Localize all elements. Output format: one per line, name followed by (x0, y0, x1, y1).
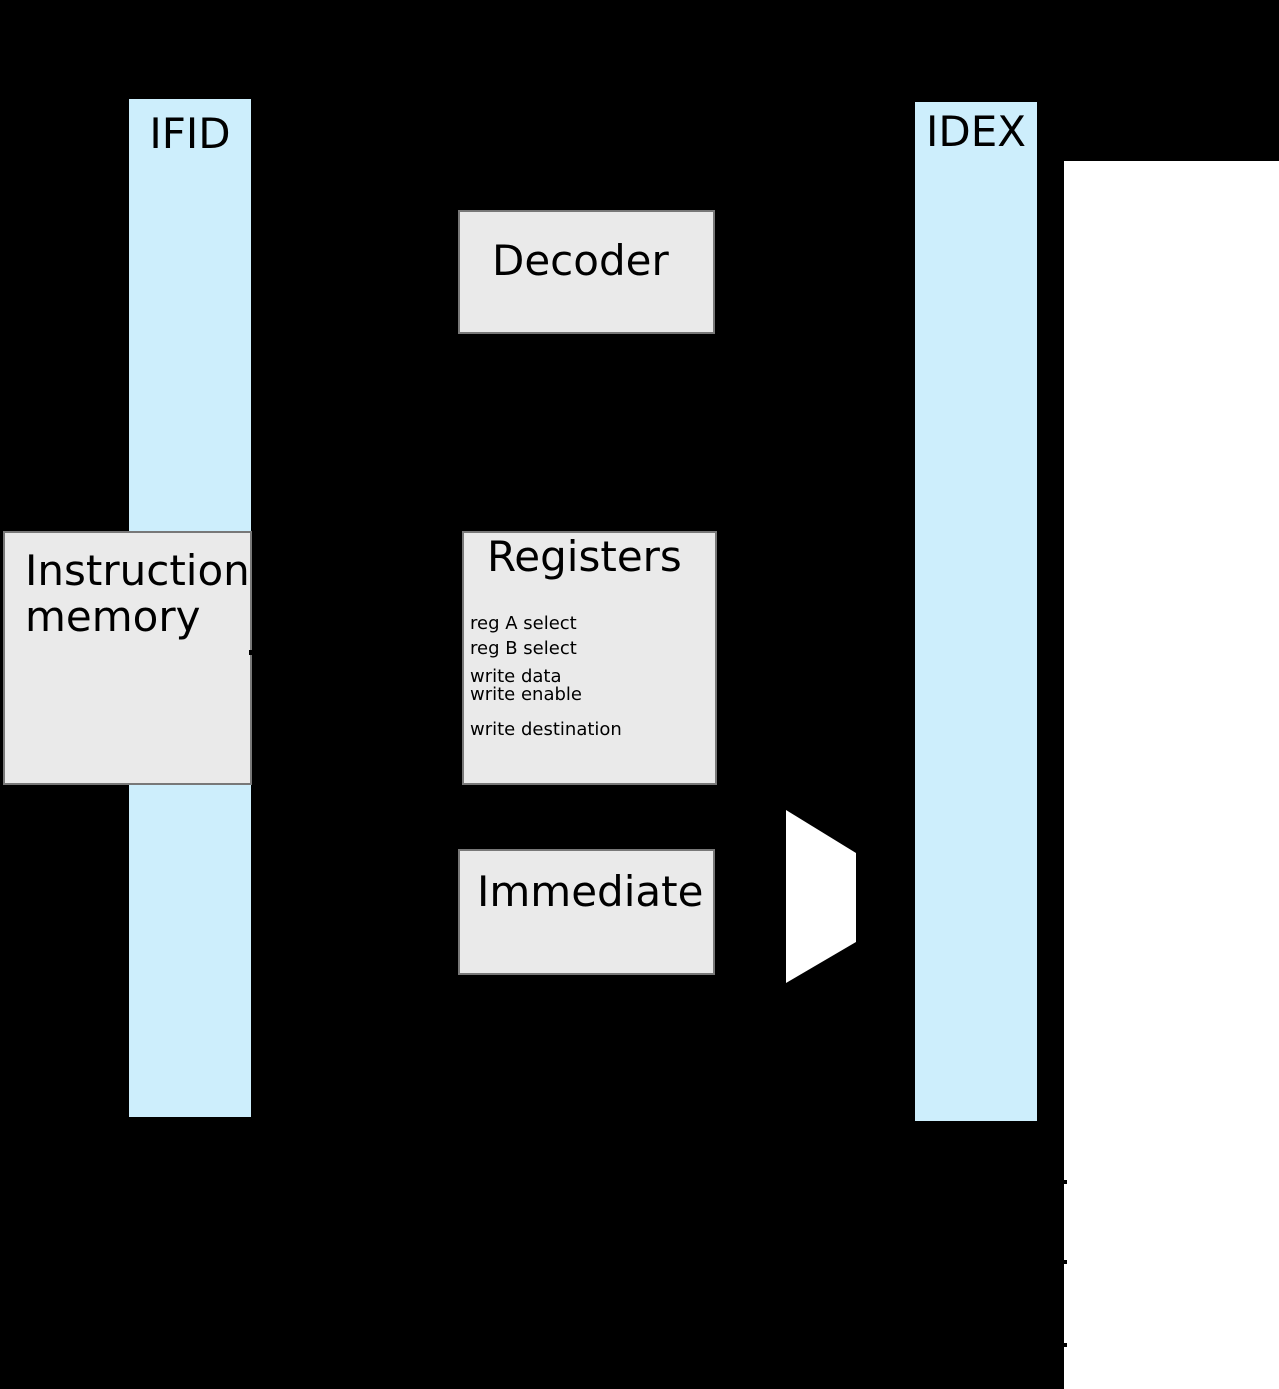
registers-port-reg-b-select: reg B select (470, 638, 577, 659)
wire-stub (1060, 1260, 1067, 1264)
mux-shape (786, 810, 856, 983)
stage-background (1064, 161, 1279, 1389)
registers-block: Registers reg A select reg B select writ… (462, 531, 717, 785)
instruction-memory-block: Instruction memory (3, 531, 252, 785)
registers-port-reg-a-select: reg A select (470, 613, 577, 634)
registers-port-write-data: write data (470, 666, 562, 687)
immediate-block: Immediate (458, 849, 715, 975)
idex-label: IDEX (925, 107, 1027, 156)
idex-register-bar: IDEX (913, 100, 1039, 1123)
mux-trapezoid-icon (786, 810, 856, 983)
instruction-memory-label: Instruction memory (25, 546, 250, 641)
registers-label: Registers (487, 532, 682, 581)
decoder-block: Decoder (458, 210, 715, 334)
wire-stub (249, 650, 254, 655)
immediate-label: Immediate (477, 867, 704, 916)
ifid-label: IFID (149, 109, 231, 158)
registers-port-write-enable: write enable (470, 684, 582, 705)
decoder-label: Decoder (492, 236, 669, 285)
registers-port-write-destination: write destination (470, 719, 622, 740)
wire-stub (1060, 1343, 1067, 1347)
wire-stub (1060, 1180, 1067, 1184)
